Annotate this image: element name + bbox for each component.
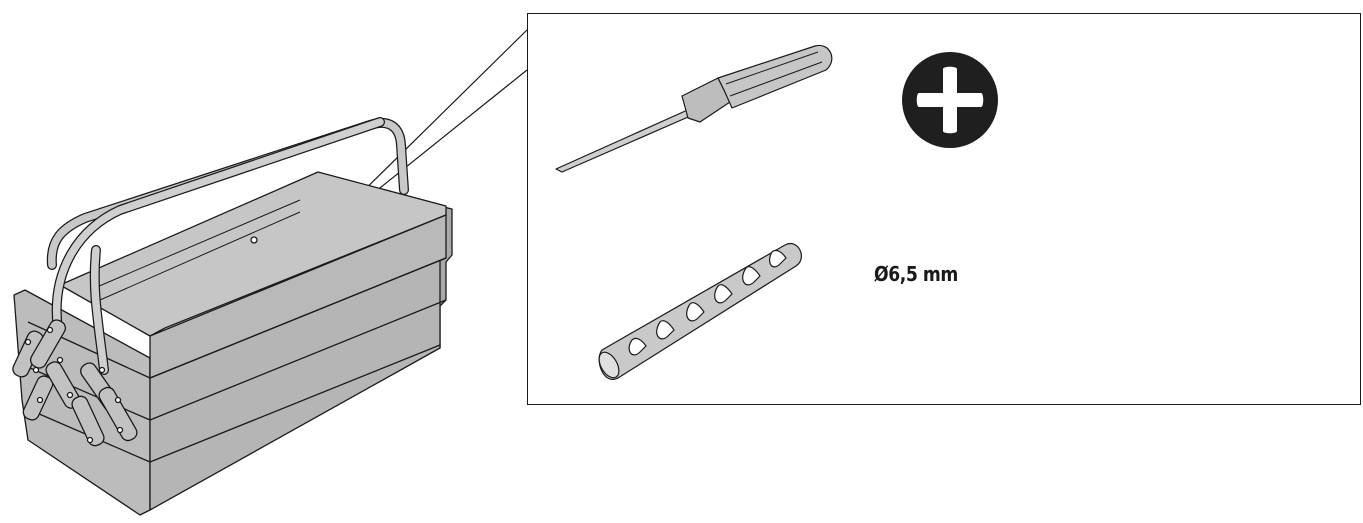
callout-panel [527,13,1361,405]
toolbox-icon [12,117,453,516]
drill-size-label: Ø6,5 mm [874,262,958,286]
